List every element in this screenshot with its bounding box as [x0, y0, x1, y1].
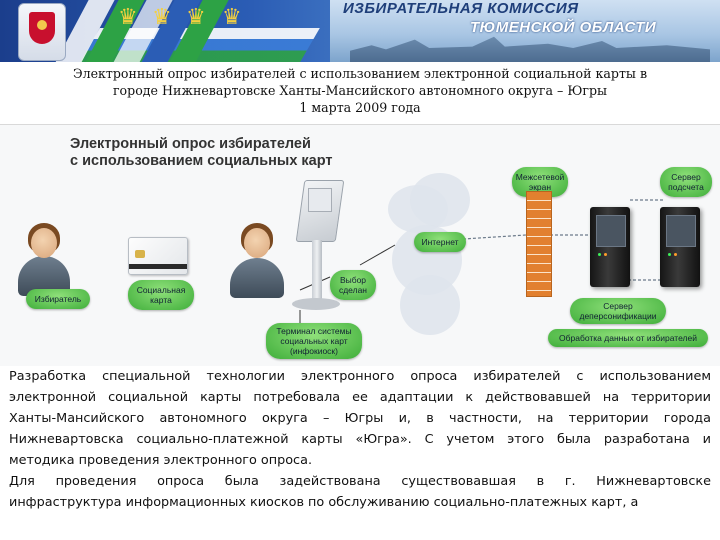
crown-icon: ♛ — [222, 4, 242, 29]
internet-cloud — [410, 173, 470, 227]
crown-icon: ♛ — [186, 4, 206, 29]
body-line: методика проведения электронного опроса. — [9, 453, 313, 468]
count-server-icon — [660, 207, 700, 287]
social-card-image — [128, 237, 188, 275]
label-firewall-text: Межсетевой экран — [515, 172, 565, 192]
body-line: электронной социальной карты потребовала… — [9, 390, 711, 405]
org-title-line1: ИЗБИРАТЕЛЬНАЯ КОМИССИЯ — [343, 0, 579, 17]
crown-icon: ♛ — [118, 4, 138, 29]
label-social-card: Социальная карта — [128, 280, 194, 310]
label-social-card-text: Социальная карта — [136, 285, 186, 305]
header-banner: ♛ ♛ ♛ ♛ ИЗБИРАТЕЛЬНАЯ КОМИССИЯ ТЮМЕНСКОЙ… — [0, 0, 720, 62]
firewall-brick-icon — [526, 191, 552, 297]
label-depersonalization-server: Сервер деперсонификации — [570, 298, 666, 324]
diagram-title: Электронный опрос избирателей с использо… — [70, 136, 333, 170]
voter-person-icon — [14, 220, 74, 300]
org-title-line2: ТЮМЕНСКОЙ ОБЛАСТИ — [470, 19, 657, 36]
body-text: Разработка специальной технологии электр… — [0, 366, 720, 540]
label-choice-made: Выбор сделан — [330, 270, 376, 300]
label-voter-text: Избиратель — [34, 294, 82, 304]
crown-icon: ♛ — [152, 4, 172, 29]
diagram-title-line2: с использованием социальных карт — [70, 153, 333, 169]
slide-heading: Электронный опрос избирателей с использо… — [0, 62, 720, 126]
slide-heading-line3: 1 марта 2009 года — [299, 100, 421, 115]
coat-of-arms-emblem — [18, 3, 66, 61]
label-processing: Обработка данных от избирателей — [548, 329, 708, 347]
body-line: Для проведения опроса была задействована… — [9, 474, 711, 489]
internet-cloud — [400, 275, 460, 335]
label-depersonalization-server-text: Сервер деперсонификации — [579, 301, 657, 321]
label-internet-text: Интернет — [421, 237, 459, 247]
label-voter: Избиратель — [26, 289, 90, 309]
label-terminal: Терминал системы социальных карт (инфоки… — [266, 323, 362, 359]
body-line: инфраструктура информационных киосков по… — [9, 495, 639, 510]
voter-at-terminal-icon — [226, 220, 288, 302]
info-kiosk-image — [292, 180, 345, 312]
slide-heading-line2: городе Нижневартовске Ханты-Мансийского … — [112, 83, 608, 98]
diagram-title-line1: Электронный опрос избирателей — [70, 136, 311, 152]
body-line: Нижневартовска социально-платежной карты… — [9, 432, 711, 447]
body-line: Разработка специальной технологии электр… — [9, 369, 711, 384]
slide-heading-line1: Электронный опрос избирателей с использо… — [72, 66, 648, 81]
depersonalization-server-icon — [590, 207, 630, 287]
body-line: Ханты-Мансийского автономного округа – Ю… — [9, 411, 711, 426]
label-count-server: Сервер подсчета — [660, 167, 712, 197]
label-processing-text: Обработка данных от избирателей — [559, 333, 697, 343]
label-count-server-text: Сервер подсчета — [668, 172, 704, 192]
e-voting-diagram: Электронный опрос избирателей с использо… — [0, 125, 720, 366]
label-terminal-text: Терминал системы социальных карт (инфоки… — [276, 326, 352, 356]
label-internet: Интернет — [414, 232, 466, 252]
label-choice-made-text: Выбор сделан — [338, 275, 368, 295]
